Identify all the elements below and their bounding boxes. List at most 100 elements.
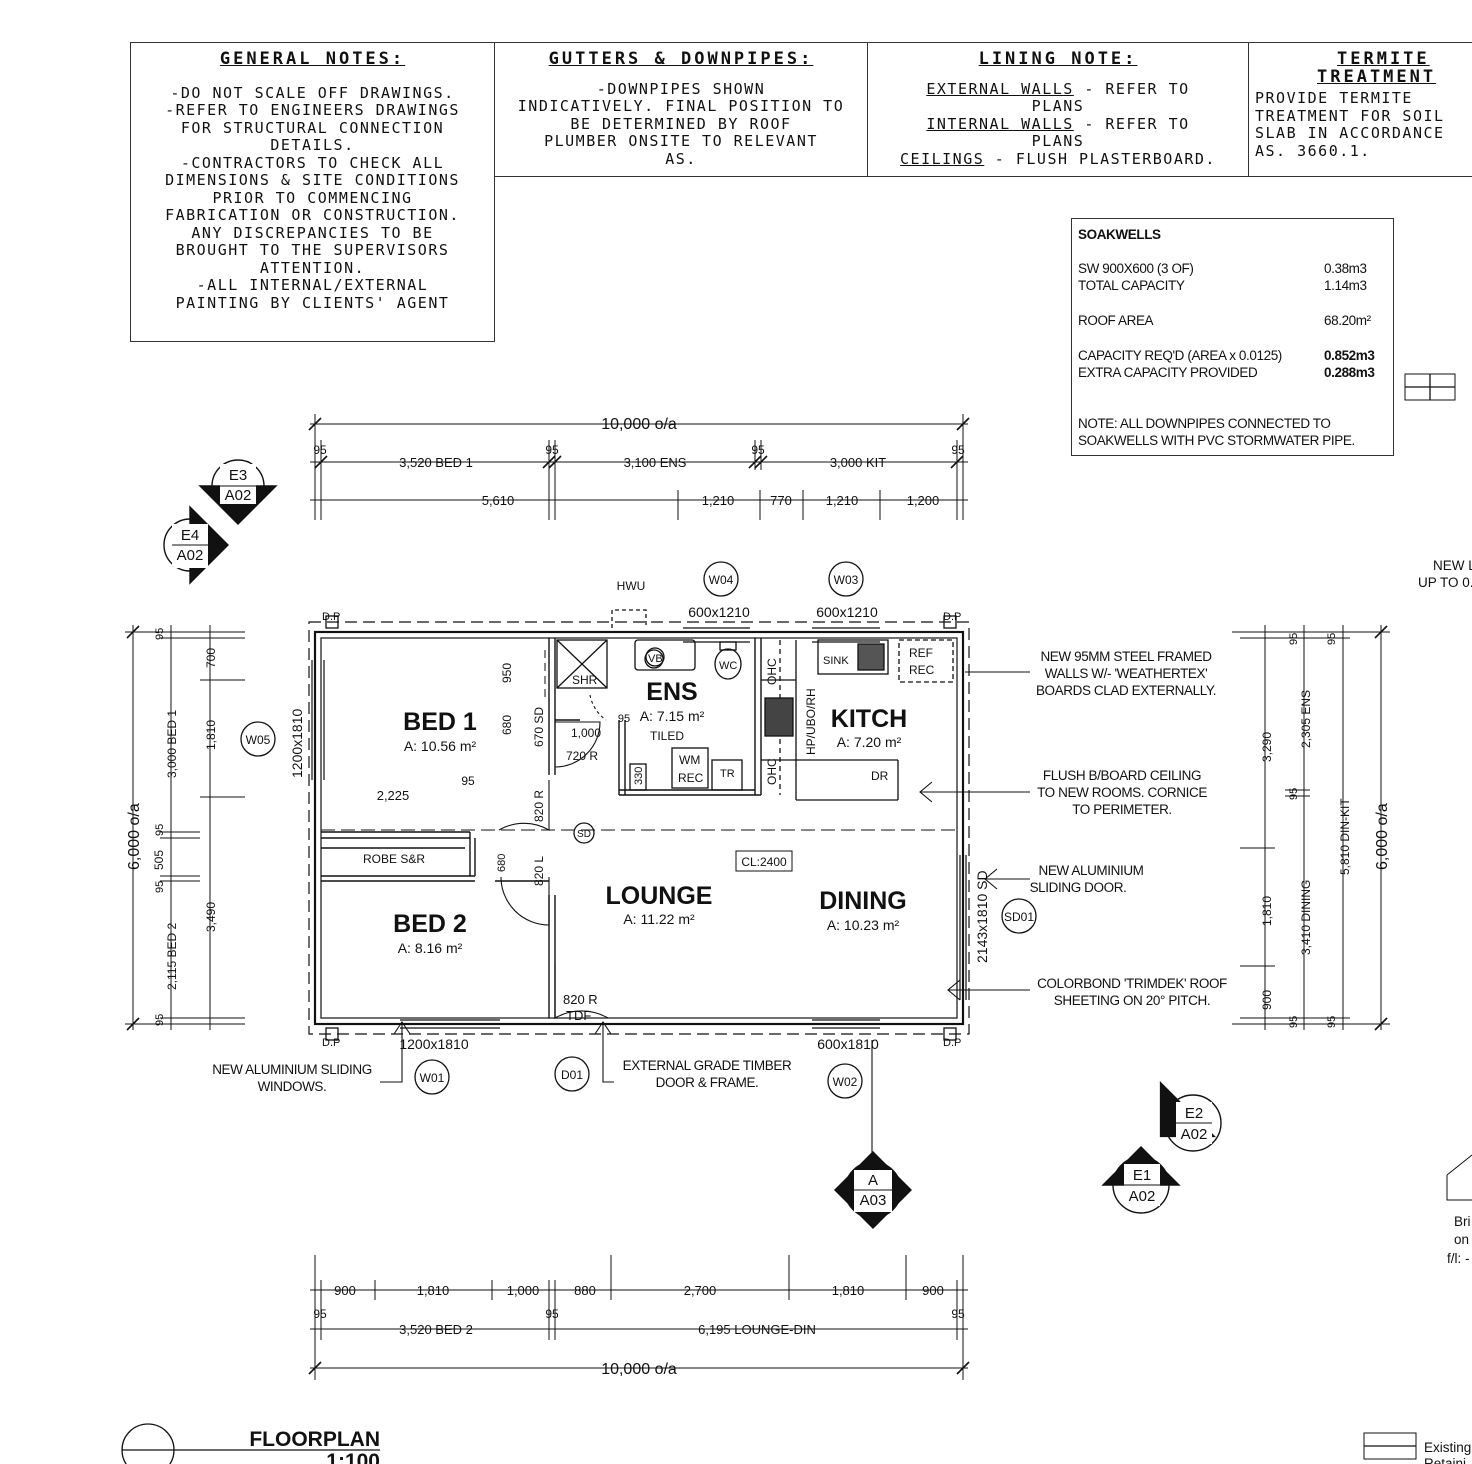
roof-value: 68.20m² [1324, 313, 1371, 328]
callout-win-1: NEW ALUMINIUM SLIDING [212, 1062, 372, 1077]
room-dining-area: A: 10.23 m² [827, 917, 900, 933]
room-ens-area: A: 7.15 m² [640, 708, 705, 724]
general-notes-lines: -DO NOT SCALE OFF DRAWINGS.-REFER TO ENG… [131, 83, 494, 313]
dim-top1-ens: 3,100 ENS [624, 455, 687, 470]
room-lounge-area: A: 11.22 m² [623, 911, 695, 927]
room-dining-name: DINING [819, 887, 907, 915]
callout-sd-1: NEW ALUMINIUM [1038, 863, 1143, 878]
lining-heading: LINING NOTE: [978, 49, 1138, 69]
door-820r-1: 820 R [532, 790, 546, 822]
title-marker [121, 1423, 175, 1464]
gutters-line: AS. [665, 149, 697, 168]
dim-top2-3: 770 [770, 493, 792, 508]
drawing-scale: 1:100 [326, 1450, 380, 1464]
drawing-title: FLOORPLAN [249, 1428, 380, 1451]
fridge [898, 639, 954, 683]
marker-e4: E4 [181, 527, 199, 544]
general-notes-line: -DO NOT SCALE OFF DRAWINGS. [170, 83, 455, 102]
edge-retaining: Retaini [1424, 1456, 1466, 1464]
general-notes-line: -CONTRACTORS TO CHECK ALL [180, 153, 445, 172]
w01-size: 1200x1810 [399, 1036, 469, 1052]
callout-ceiling-3: TO PERIMETER. [1072, 802, 1172, 817]
w03-size: 600x1210 [816, 604, 878, 620]
w05-size: 1200x1810 [289, 708, 305, 778]
dim-ticks [126, 417, 1388, 1375]
tag-w05: W05 [246, 733, 271, 747]
lining-notes: LINING NOTE: EXTERNAL WALLS - REFER TO P… [867, 42, 1249, 177]
door-720: 720 R [566, 749, 598, 763]
drawing-text: BED 1 A: 10.56 m² ENS A: 7.15 m² KITCH A… [126, 416, 1472, 1464]
wm-box [671, 747, 709, 789]
outer-walls [313, 630, 965, 1026]
dim-950: 950 [500, 663, 514, 683]
termite-line: PROVIDE TERMITE [1255, 89, 1413, 107]
bottom-dimensions [310, 1255, 968, 1380]
marker-e3: E3 [229, 467, 247, 484]
door-820r-2: 820 R [563, 992, 598, 1007]
kitchen-sink [817, 639, 889, 675]
window-openings [311, 627, 967, 1029]
dim-top2-4: 1,210 [826, 493, 859, 508]
dim-top2-2: 1,210 [702, 493, 735, 508]
dim-top-95-3: 95 [751, 443, 765, 457]
callout-walls-2: WALLS W/- 'WEATHERTEX' [1045, 666, 1208, 681]
dim-2225: 2,225 [377, 788, 410, 803]
callout-door-1: EXTERNAL GRADE TIMBER [623, 1058, 792, 1073]
general-notes-heading: GENERAL NOTES: [219, 49, 406, 69]
callout-ceiling-1: FLUSH B/BOARD CEILING [1043, 768, 1201, 783]
general-notes-line: FOR STRUCTURAL CONNECTION [180, 118, 445, 137]
tag-w02: W02 [833, 1075, 858, 1089]
fixture-ref: REF [909, 646, 933, 660]
general-notes-line: FABRICATION OR CONSTRUCTION. [165, 206, 460, 224]
door-1000: 1,000 [571, 726, 601, 740]
extra-label: EXTRA CAPACITY PROVIDED [1078, 365, 1258, 380]
downpipes [325, 615, 957, 1041]
dim-680-2: 680 [496, 854, 508, 872]
dim-left-1810: 1,810 [204, 720, 218, 750]
general-notes-line: ANY DISCREPANCIES TO BE [191, 223, 434, 242]
dim-top-95-2: 95 [545, 443, 559, 457]
roof-label: ROOF AREA [1078, 313, 1154, 328]
fixture-vb: VB [648, 653, 663, 665]
callout-walls-3: BOARDS CLAD EXTERNALLY. [1036, 683, 1216, 698]
dim-right-dinkit: 5,810 DIN-KIT [1338, 798, 1352, 875]
lining-int-label: INTERNAL WALLS [926, 114, 1074, 133]
room-bed1-name: BED 1 [403, 708, 477, 736]
eave-line [308, 621, 970, 1035]
dim-right-dining: 3,410 DINING [1299, 880, 1313, 955]
dim-top1-bed1: 3,520 BED 1 [399, 455, 473, 470]
callout-door-2: DOOR & FRAME. [656, 1075, 759, 1090]
callout-walls-1: NEW 95MM STEEL FRAMED [1040, 649, 1212, 664]
lining-ext-plans: PLANS [1031, 97, 1085, 115]
general-notes-line: DIMENSIONS & SITE CONDITIONS [165, 171, 460, 189]
notes-table: GENERAL NOTES: -DO NOT SCALE OFF DRAWING… [130, 42, 1472, 342]
lining-int-plans: PLANS [1031, 132, 1085, 150]
termite-line: AS. 3660.1. [1255, 141, 1371, 160]
dim-bot1-4: 880 [574, 1283, 596, 1298]
dim-top2-1: 5,610 [482, 493, 515, 508]
dim-right-95-2: 95 [1326, 633, 1338, 645]
lining-ceil-rest: - FLUSH PLASTERBOARD. [984, 149, 1216, 168]
general-notes-line: DETAILS. [270, 136, 355, 154]
termite-line: TREATMENT FOR SOIL [1255, 106, 1445, 125]
marker-a: A [868, 1172, 878, 1189]
marker-e2: E2 [1185, 1105, 1203, 1122]
edge-existing: Existing [1424, 1440, 1471, 1455]
soakwells-note-1: NOTE: ALL DOWNPIPES CONNECTED TO [1078, 416, 1331, 431]
dim-left-95-3: 95 [154, 881, 166, 893]
marker-e4-sheet: A02 [177, 547, 204, 564]
edge-bri-2: on [1454, 1232, 1469, 1247]
total-value: 1.14m3 [1324, 278, 1367, 293]
dim-right-overall: 6,000 o/a [1374, 803, 1391, 870]
sw-value: 0.38m3 [1324, 261, 1367, 276]
w04-size: 600x1210 [688, 604, 750, 620]
lining-ceil-label: CEILINGS [900, 149, 985, 168]
dim-bot2-loungedin: 6,195 LOUNGE-DIN [698, 1322, 816, 1337]
fixture-rec: REC [678, 771, 704, 785]
shower [556, 639, 608, 689]
dim-95-ens: 95 [618, 713, 630, 725]
top-dimensions [310, 414, 968, 520]
opening-tags [240, 561, 1037, 1099]
